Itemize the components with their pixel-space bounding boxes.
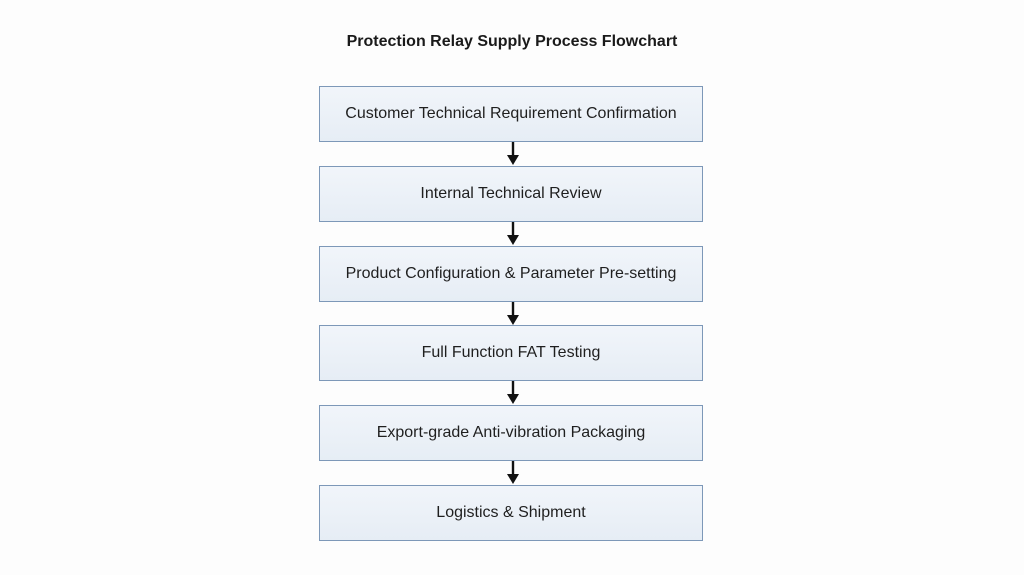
step-packaging: Export-grade Anti-vibration Packaging xyxy=(319,405,703,461)
step-technical-review: Internal Technical Review xyxy=(319,166,703,222)
arrow-down-icon xyxy=(507,381,519,404)
step-requirement-confirmation: Customer Technical Requirement Confirmat… xyxy=(319,86,703,142)
arrow-down-icon xyxy=(507,142,519,165)
flowchart-title: Protection Relay Supply Process Flowchar… xyxy=(346,33,678,50)
step-logistics-shipment: Logistics & Shipment xyxy=(319,485,703,541)
arrow-down-icon xyxy=(507,222,519,245)
arrow-down-icon xyxy=(507,461,519,484)
step-configuration-presetting: Product Configuration & Parameter Pre-se… xyxy=(319,246,703,302)
arrow-down-icon xyxy=(507,302,519,325)
step-fat-testing: Full Function FAT Testing xyxy=(319,325,703,381)
